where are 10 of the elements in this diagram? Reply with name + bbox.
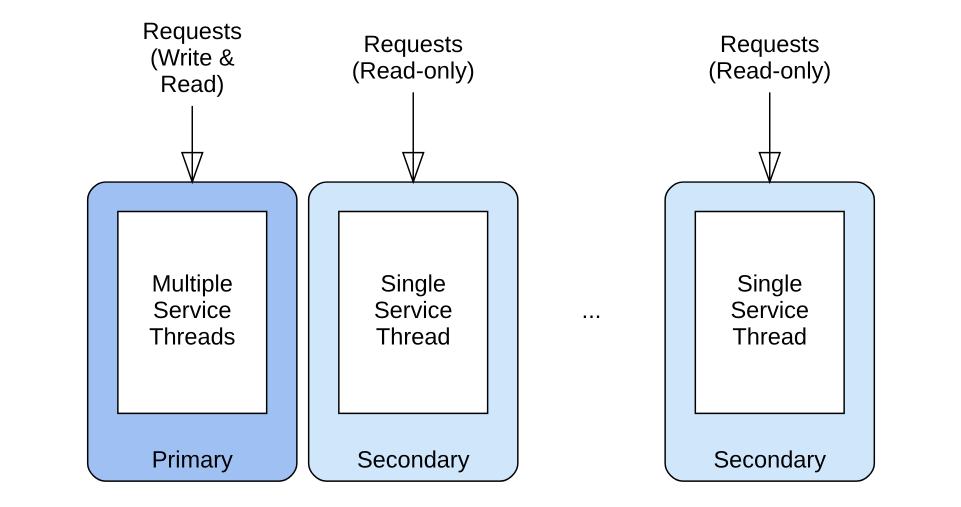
node-text: Requests (Write & Read) xyxy=(142,18,242,97)
arrow xyxy=(758,92,781,184)
arrow xyxy=(180,106,204,184)
node-text: Requests (Read-only) xyxy=(708,31,831,84)
label: ... xyxy=(581,297,601,324)
node-box: Single Service Thread xyxy=(338,210,488,414)
arrow xyxy=(401,92,424,184)
node-box: Single Service Thread xyxy=(694,210,844,414)
node-text: Requests (Read-only) xyxy=(351,31,474,84)
node-box: Multiple Service Threads xyxy=(116,210,267,414)
